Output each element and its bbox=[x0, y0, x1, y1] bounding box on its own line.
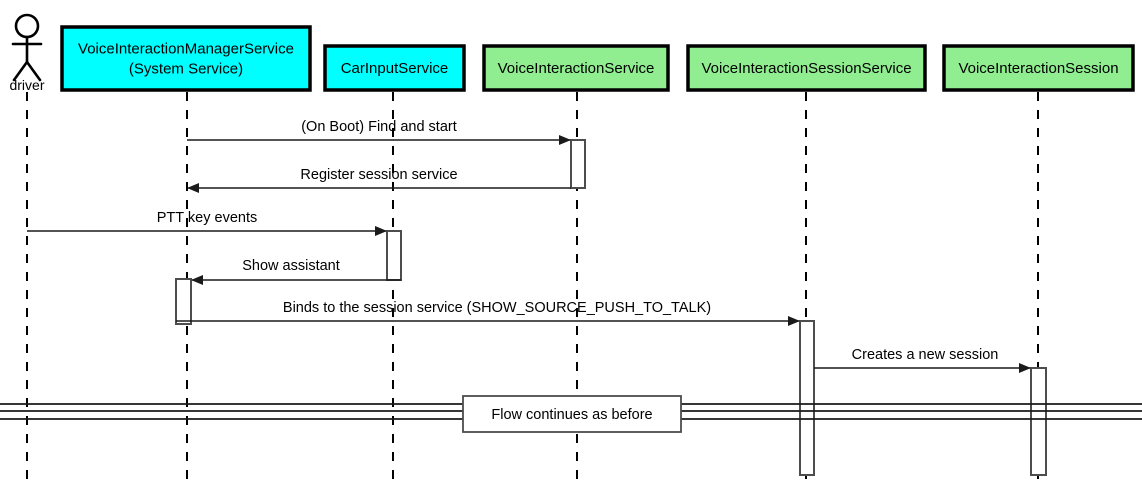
participant-label: VoiceInteractionSessionService bbox=[701, 60, 911, 77]
participant-box[interactable] bbox=[942, 44, 1135, 92]
activations-layer bbox=[175, 139, 1047, 476]
participant-label: VoiceInteractionSession bbox=[958, 60, 1118, 77]
message-m5: Binds to the session service (SHOW_SOURC… bbox=[176, 300, 800, 326]
participant-box[interactable] bbox=[323, 44, 466, 92]
actor-driver[interactable]: driver bbox=[9, 13, 45, 93]
participant-box[interactable] bbox=[482, 44, 670, 92]
message-label: Show assistant bbox=[242, 258, 340, 274]
actor-leg-left-icon bbox=[12, 60, 29, 82]
participant-vims[interactable]: VoiceInteractionManagerService (System Se… bbox=[60, 25, 312, 92]
participant-visession[interactable]: VoiceInteractionSession bbox=[942, 44, 1135, 92]
divider-layer: Flow continues as before bbox=[0, 395, 1142, 433]
activation-bar bbox=[570, 139, 586, 189]
message-label: PTT key events bbox=[157, 210, 257, 226]
divider-label: Flow continues as before bbox=[491, 407, 652, 423]
message-m6: Creates a new session bbox=[814, 347, 1031, 373]
message-label: Register session service bbox=[300, 167, 457, 183]
participant-carinput[interactable]: CarInputService bbox=[323, 44, 466, 92]
participant-label-sub: (System Service) bbox=[129, 60, 243, 77]
actor-layer: driver bbox=[9, 13, 45, 93]
activation-bar bbox=[799, 320, 815, 476]
message-label: Binds to the session service (SHOW_SOURC… bbox=[283, 300, 711, 316]
activation-bar bbox=[175, 278, 192, 325]
participants-layer: VoiceInteractionManagerService (System Se… bbox=[60, 25, 1135, 92]
message-m1: (On Boot) Find and start bbox=[187, 119, 571, 145]
participant-viss[interactable]: VoiceInteractionSessionService bbox=[686, 44, 927, 92]
actor-head-icon bbox=[14, 13, 40, 39]
participant-label: VoiceInteractionService bbox=[498, 60, 655, 77]
participant-box[interactable] bbox=[60, 25, 312, 92]
message-label: (On Boot) Find and start bbox=[301, 119, 457, 135]
participant-vis[interactable]: VoiceInteractionService bbox=[482, 44, 670, 92]
activation-bar bbox=[386, 230, 402, 281]
activation-bar bbox=[1030, 367, 1047, 476]
participant-box[interactable] bbox=[686, 44, 927, 92]
message-label: Creates a new session bbox=[852, 347, 999, 363]
message-m3: PTT key events bbox=[27, 210, 387, 236]
actor-leg-right-icon bbox=[25, 60, 42, 82]
divider-box bbox=[462, 395, 682, 433]
message-m2: Register session service bbox=[187, 167, 571, 193]
participant-label: VoiceInteractionManagerService bbox=[78, 40, 294, 57]
message-m4: Show assistant bbox=[191, 258, 401, 285]
actor-label: driver bbox=[9, 77, 44, 93]
participant-label: CarInputService bbox=[341, 60, 449, 77]
flow-divider: Flow continues as before bbox=[0, 395, 1142, 433]
